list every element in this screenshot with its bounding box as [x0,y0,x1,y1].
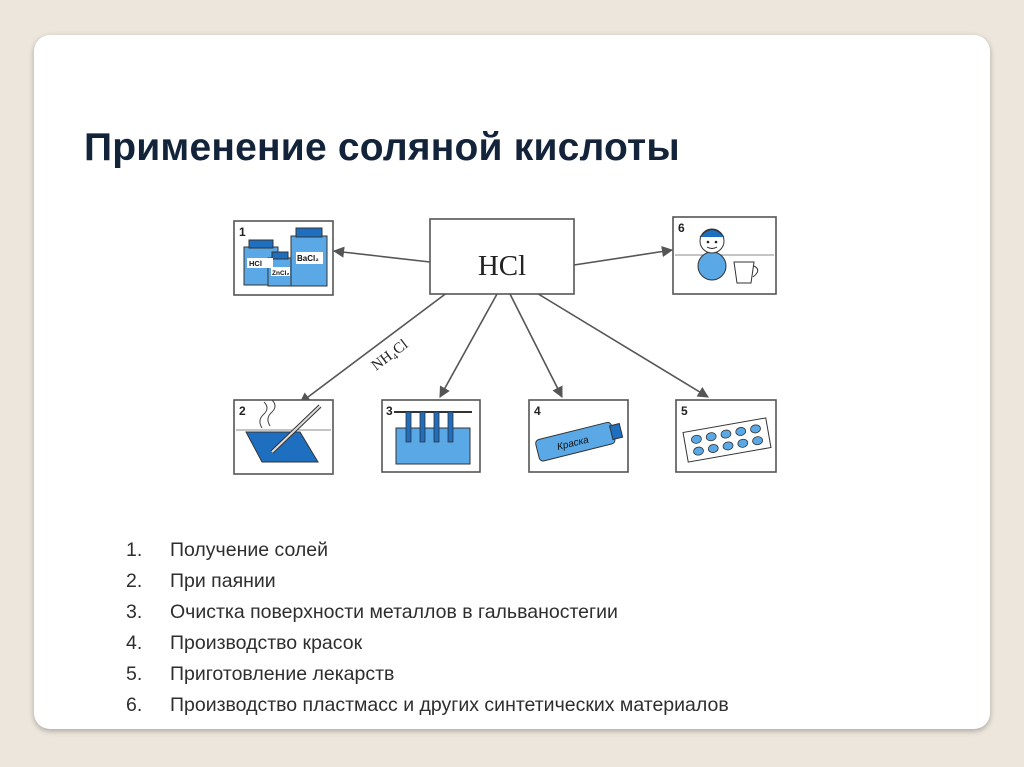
reagent-bottles-icon [243,227,328,287]
list-item: 6. Производство пластмасс и других синтет… [126,690,729,721]
box-5: 5 [675,399,777,473]
slide-title: Применение соляной кислоты [84,126,680,169]
hcl-box [429,218,575,295]
box-4-number: 4 [534,404,541,418]
galvanic-bath-icon [394,411,472,465]
pill-blister-icon [682,417,772,463]
list-item-text: Приготовление лекарств [170,663,395,685]
list-item-number: 2. [126,570,143,592]
list-item: 5. Приготовление лекарств [126,659,729,690]
box-2: 2 [233,399,334,475]
list-item-text: При паянии [170,570,276,592]
bottle-label-bacl2: BaCl₂ [297,254,319,263]
arrow-to-box-6 [573,245,674,266]
box-1: 1 HCl ZnCl₂ BaCl₂ [233,220,334,296]
list-item-number: 3. [126,601,143,623]
list-item: 1. Получение солей [126,535,729,566]
list-item: 2. При паянии [126,566,729,597]
box-4: 4 Краска [528,399,629,473]
list-item-text: Производство красок [170,632,363,654]
box-6-number: 6 [678,221,685,235]
box-2-number: 2 [239,404,246,418]
list-item-text: Получение солей [170,539,328,561]
bottle-label-zncl2: ZnCl₂ [272,270,289,277]
slide-panel [34,35,990,729]
arrow-to-box-4 [509,293,563,398]
uses-list: 1. Получение солей 2. При паянии 3. Очистка… [126,535,729,721]
nh4cl-arrow-label: NH₄Cl [369,337,411,374]
toy-doll-icon [697,228,727,281]
box-5-number: 5 [681,404,688,418]
box-3: 3 [381,399,481,473]
arrow-to-box-1 [332,246,431,263]
list-item: 4. Производство красок [126,628,729,659]
list-item-text: Очистка поверхности металлов в гальванос… [170,601,618,623]
arrow-to-box-5 [534,291,709,398]
box-3-number: 3 [386,404,393,418]
list-item-number: 4. [126,632,143,654]
list-item-number: 1. [126,539,143,561]
paint-tube-icon: Краска [535,421,624,462]
arrow-to-box-2 [299,291,449,404]
box-1-number: 1 [239,225,246,239]
list-item-text: Производство пластмасс и других синтетич… [170,694,729,716]
bottle-label-hcl: HCl [249,259,262,268]
list-item-number: 5. [126,663,143,685]
hcl-label: HCl [478,250,526,282]
list-item: 3. Очистка поверхности металлов в гальван… [126,597,729,628]
list-item-number: 6. [126,694,143,716]
arrow-to-box-3 [439,293,498,398]
cup-icon [733,261,759,284]
box-6: 6 [672,216,777,295]
soldering-icon [245,399,322,463]
